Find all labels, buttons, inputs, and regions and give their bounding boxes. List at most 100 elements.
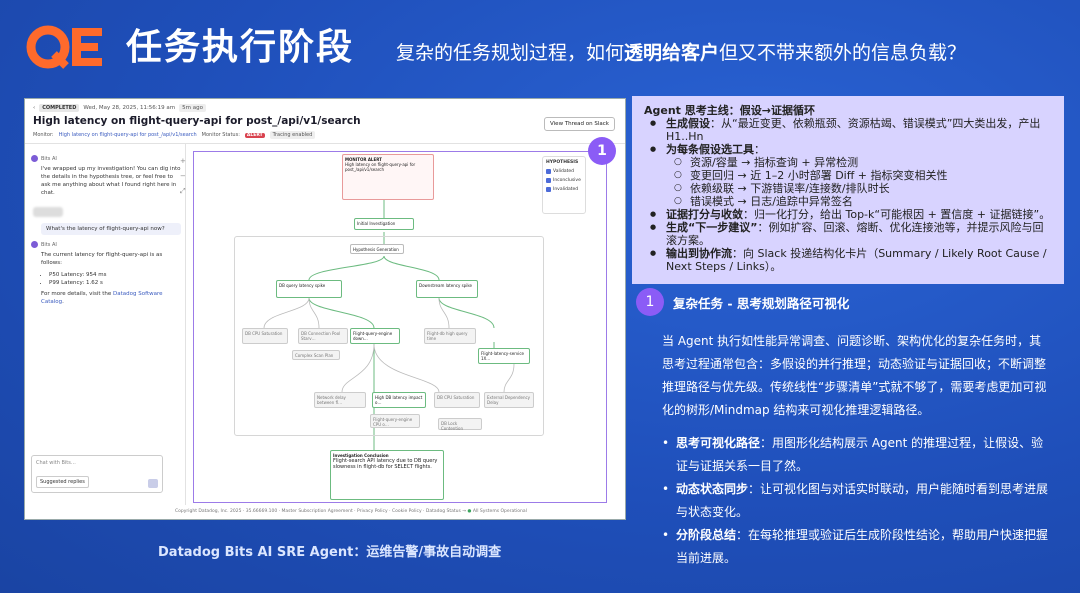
- high-db-latency-node[interactable]: High DB latency impact o…: [372, 392, 426, 408]
- checkbox-icon[interactable]: [546, 169, 551, 174]
- step-paragraph: 当 Agent 执行如性能异常调查、问题诊断、架构优化的复杂任务时，其思考过程通…: [662, 334, 1047, 417]
- p50-item: P50 Latency: 954 ms: [49, 271, 181, 279]
- legend-invalidated[interactable]: Invalidated: [546, 187, 582, 192]
- panel-heading: Agent 思考主线：假设→证据循环: [644, 104, 815, 117]
- bullet-text: ：归一化打分，给出 Top-k“可能根因 + 置信度 + 证据链接”。: [743, 208, 1051, 221]
- panel-bullet: 生成假设：从“最近变更、依赖瓶颈、资源枯竭、错误模式”四大类出发，产出 H1..…: [644, 117, 1054, 143]
- footer-links: Copyright Datadog, Inc. 2025 · 35.66669.…: [175, 509, 467, 514]
- initial-investigation-node[interactable]: Initial Investigation: [354, 218, 414, 230]
- chat-input[interactable]: Chat with Bits… Suggested replies: [31, 455, 163, 493]
- panel-subbullet: 资源/容量 → 指标查询 + 异常检测: [644, 156, 1054, 169]
- agent-thinking-panel: Agent 思考主线：假设→证据循环 生成假设：从“最近变更、依赖瓶颈、资源枯竭…: [632, 96, 1064, 284]
- send-icon[interactable]: [148, 479, 158, 488]
- age-tag: 5m ago: [179, 104, 206, 112]
- panel-subbullet: 依赖级联 → 下游错误率/连接数/排队时长: [644, 182, 1054, 195]
- checkbox-icon[interactable]: [546, 178, 551, 183]
- legend-title: HYPOTHESIS: [546, 160, 579, 165]
- db-cpu-node[interactable]: DB CPU Saturation: [242, 328, 288, 344]
- bullet-label: 输出到协作流: [666, 247, 732, 260]
- hypothesis-generation-node[interactable]: Hypothesis Generation: [350, 244, 404, 254]
- status-ok-icon: ●: [467, 509, 472, 514]
- topbar: ‹ COMPLETED Wed, May 28, 2025, 11:56:19 …: [33, 104, 206, 112]
- p99-item: P99 Latency: 1.62 s: [49, 279, 181, 287]
- bullet-text: ：从“最近变更、依赖瓶颈、资源枯竭、错误模式”四大类出发，产出 H1..Hn: [666, 117, 1041, 143]
- datadog-screenshot: ‹ COMPLETED Wed, May 28, 2025, 11:56:19 …: [24, 98, 626, 520]
- hypothesis-group: [234, 236, 544, 436]
- node-label: MONITOR ALERT: [345, 157, 382, 162]
- page-subtitle: 复杂的任务规划过程，如何透明给客户但又不带来额外的信息负载？: [396, 38, 966, 65]
- legend-label: Invalidated: [553, 187, 579, 192]
- alert-badge: ALERT: [244, 132, 265, 138]
- bot-message: For more details, visit the Datadog Soft…: [41, 291, 163, 305]
- panel-bullet: 生成“下一步建议”：例如扩容、回滚、熔断、优化连接池等，并提示风险与回滚方案。: [644, 221, 1054, 247]
- footer-status: All Systems Operational: [472, 509, 527, 514]
- legend-validated[interactable]: Validated: [546, 169, 582, 174]
- suggested-replies-button[interactable]: Suggested replies: [36, 476, 89, 488]
- panel-subbullet: 变更回归 → 近 1–2 小时部署 Diff + 指标突变相关性: [644, 169, 1054, 182]
- checkbox-icon[interactable]: [546, 187, 551, 192]
- legend-label: Inconclusive: [553, 178, 581, 183]
- back-icon[interactable]: ‹: [33, 105, 36, 111]
- user-avatar: [33, 207, 63, 217]
- db-lock-node[interactable]: DB Lock Contention: [438, 418, 482, 431]
- step-bullet: 动态状态同步：让可视化图与对话实时联动，用户能随时看到思考进展与状态变化。: [662, 478, 1054, 524]
- db-query-node[interactable]: DB query latency spike: [276, 280, 342, 298]
- monitor-status-label: Monitor Status:: [201, 132, 240, 138]
- qe-logo: [26, 25, 102, 69]
- catalog-link[interactable]: Datadog Software Catalog: [41, 291, 163, 305]
- chat-placeholder: Chat with Bits…: [36, 460, 76, 466]
- msg3-pre: For more details, visit the: [41, 291, 112, 297]
- bullet-text: ：让可视化图与对话实时联动，用户能随时看到思考进展与状态变化。: [676, 482, 1049, 519]
- legend-label: Validated: [553, 169, 574, 174]
- flight-cpu-node[interactable]: Flight-query-engine CPU o…: [370, 414, 420, 428]
- latency-list: P50 Latency: 954 ms P99 Latency: 1.62 s: [49, 271, 181, 287]
- bot-name: Bits AI: [41, 155, 57, 162]
- bullet-label: 分阶段总结: [676, 528, 737, 542]
- subtitle-pre: 复杂的任务规划过程，如何: [396, 42, 625, 64]
- hypothesis-legend: HYPOTHESIS Validated Inconclusive Invali…: [542, 156, 586, 214]
- network-delay-node[interactable]: Network delay between fl…: [314, 392, 366, 408]
- step-badge: 1: [588, 137, 616, 165]
- flight-db-node[interactable]: Flight-db high query time: [424, 328, 476, 344]
- bullet-text: ：用图形化结构展示 Agent 的推理过程，让假设、验证与证据关系一目了然。: [676, 436, 1044, 473]
- legend-inconclusive[interactable]: Inconclusive: [546, 178, 582, 183]
- flight-engine-node[interactable]: Flight-query-engine down…: [350, 328, 400, 344]
- external-dependency-node[interactable]: External Dependency Delay: [484, 392, 534, 408]
- bits-ai-avatar: [31, 241, 38, 248]
- node-text: High latency on flight-query-api for pos…: [345, 162, 416, 172]
- step-bullet: 分阶段总结：在每轮推理或验证后生成阶段性结论，帮助用户快速把握当前进展。: [662, 524, 1054, 570]
- bot-header: Bits AI: [31, 155, 181, 162]
- user-message: What's the latency of flight-query-api n…: [41, 223, 181, 235]
- monitor-link[interactable]: High latency on flight-query-api for pos…: [58, 132, 197, 138]
- flight-latency-node[interactable]: Flight-latency-service 1X…: [478, 348, 530, 364]
- bullet-label: 思考可视化路径: [676, 436, 761, 450]
- page-title: 任务执行阶段: [126, 26, 355, 68]
- divider: [25, 143, 625, 144]
- status-badge: COMPLETED: [39, 104, 80, 112]
- view-thread-button[interactable]: View Thread on Slack: [544, 117, 615, 131]
- db-cpu-2-node[interactable]: DB CPU Saturation: [434, 392, 480, 408]
- shot-footer: Copyright Datadog, Inc. 2025 · 35.66669.…: [175, 509, 527, 514]
- fit-icon[interactable]: ⤢: [180, 187, 186, 195]
- bullet-text: ：例如扩容、回滚、熔断、优化连接池等，并提示风险与回滚方案。: [666, 221, 1044, 247]
- screenshot-caption: Datadog Bits AI SRE Agent：运维告警/事故自动调查: [158, 545, 502, 560]
- downstream-node[interactable]: Downstream latency spike: [416, 280, 478, 298]
- db-conn-node[interactable]: DB Connection Pool Starv…: [298, 328, 348, 344]
- complex-scan-node[interactable]: Complex Scan Plan: [292, 350, 340, 360]
- panel-bullet: 为每条假设选工具：: [644, 143, 1054, 156]
- zoom-in-icon[interactable]: +: [180, 157, 186, 165]
- subtitle-post: 但又不带来额外的信息负载？: [719, 42, 967, 64]
- bot-header: Bits AI: [31, 241, 181, 248]
- bullet-label: 证据打分与收敛: [666, 208, 743, 221]
- graph-tools: + − ⤢: [180, 157, 186, 196]
- bullet-text: ：在每轮推理或验证后生成阶段性结论，帮助用户快速把握当前进展。: [676, 528, 1049, 565]
- tracing-tag: Tracing enabled: [269, 131, 316, 139]
- step-title: 复杂任务 - 思考规划路径可视化: [673, 296, 850, 311]
- step-bullets: 思考可视化路径：用图形化结构展示 Agent 的推理过程，让假设、验证与证据关系…: [662, 432, 1054, 570]
- step-bullet: 思考可视化路径：用图形化结构展示 Agent 的推理过程，让假设、验证与证据关系…: [662, 432, 1054, 478]
- divider-vertical: [185, 143, 186, 505]
- zoom-out-icon[interactable]: −: [180, 172, 186, 180]
